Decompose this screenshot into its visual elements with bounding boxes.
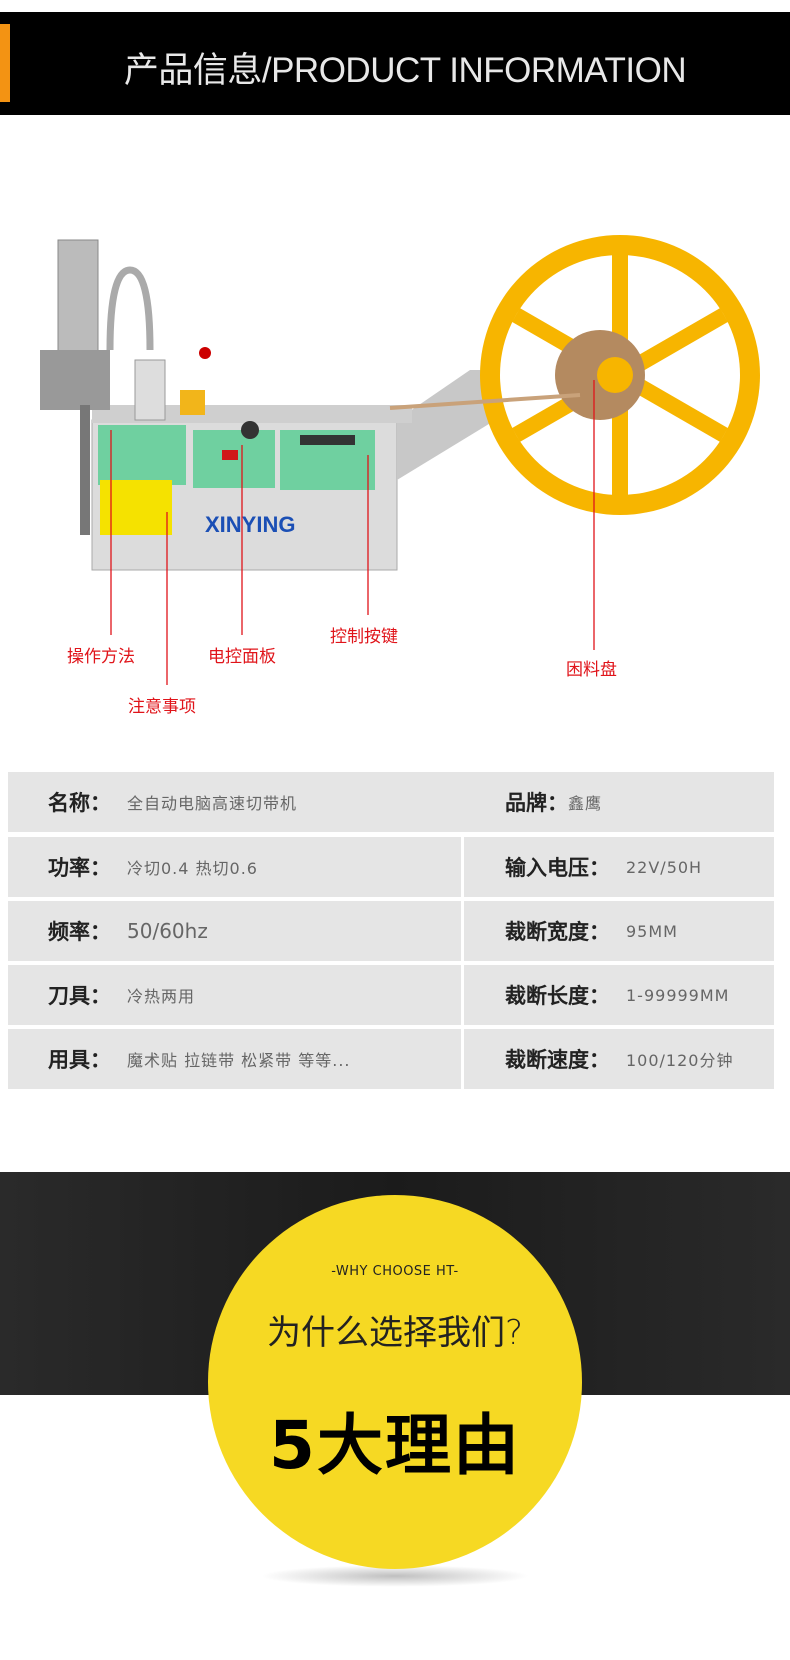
spec-key: 品牌：	[505, 791, 568, 815]
spec-cell: 功率： 冷切0.4 热切0.6	[8, 837, 461, 897]
section-header: 产品信息/PRODUCT INFORMATION	[0, 12, 790, 115]
spec-value: 50/60hz	[127, 919, 208, 943]
spec-value: 100/120分钟	[626, 1051, 734, 1070]
spec-key: 输入电压：	[505, 856, 610, 880]
label-keys: 控制按键	[330, 627, 398, 647]
machine-illustration: XINYING	[40, 235, 760, 685]
why-headline: 5大理由	[269, 1407, 521, 1484]
spec-key: 名称：	[48, 791, 111, 815]
spec-cell: 频率： 50/60hz	[8, 901, 461, 961]
label-operation: 操作方法	[67, 647, 135, 667]
label-panel: 电控面板	[208, 647, 276, 667]
why-circle	[208, 1195, 582, 1569]
product-image: XINYING 操作方法 注意事项 电控面板 控制按键 困料盘	[0, 230, 790, 750]
spec-value: 冷切0.4 热切0.6	[127, 859, 258, 878]
brand-logo: XINYING	[205, 512, 295, 537]
spec-cell: 输入电压： 22V/50H	[464, 837, 774, 897]
spec-key: 功率：	[48, 856, 111, 880]
spec-key: 频率：	[48, 920, 111, 944]
section-title: 产品信息/PRODUCT INFORMATION	[123, 51, 687, 90]
spec-value: 全自动电脑高速切带机	[127, 794, 298, 813]
why-subtitle: -WHY CHOOSE HT-	[331, 1264, 459, 1279]
spec-cell: 裁断宽度： 95MM	[464, 901, 774, 961]
spec-value: 1-99999MM	[626, 985, 730, 1005]
why-question: 为什么选择我们?	[266, 1313, 524, 1353]
spec-cell: 刀具： 冷热两用	[8, 965, 461, 1025]
accent-bar	[0, 24, 10, 102]
spec-key: 裁断速度：	[505, 1048, 610, 1072]
spec-value: 22V/50H	[626, 857, 703, 877]
spec-value: 鑫鹰	[568, 794, 603, 813]
label-reel: 困料盘	[566, 660, 617, 680]
spec-value: 魔术贴 拉链带 松紧带 等等...	[127, 1051, 351, 1070]
spec-cell: 裁断速度： 100/120分钟	[464, 1029, 774, 1089]
spec-cell: 裁断长度： 1-99999MM	[464, 965, 774, 1025]
label-notes: 注意事项	[128, 697, 196, 717]
spec-key: 裁断长度：	[505, 984, 610, 1008]
spec-row: 名称： 全自动电脑高速切带机 品牌：鑫鹰	[8, 772, 774, 832]
spec-cell: 用具： 魔术贴 拉链带 松紧带 等等...	[8, 1029, 461, 1089]
spec-key: 裁断宽度：	[505, 920, 610, 944]
spec-key: 用具：	[48, 1048, 111, 1072]
spec-key: 刀具：	[48, 984, 111, 1008]
spec-value: 95MM	[626, 921, 678, 941]
circle-shadow	[260, 1565, 530, 1587]
spec-value: 冷热两用	[127, 987, 196, 1006]
